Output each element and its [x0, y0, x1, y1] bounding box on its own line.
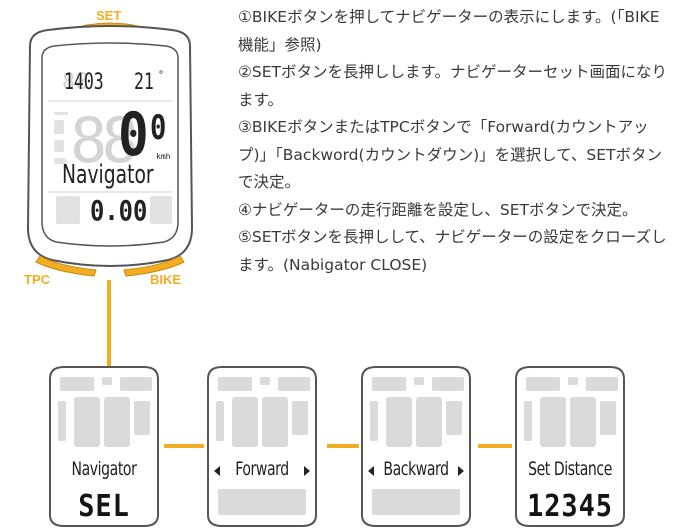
connector-1-2 — [164, 444, 204, 448]
screen-navigator-set: Navigator SEL — [46, 365, 162, 528]
right-arrow-icon — [458, 466, 464, 476]
bike-label: BIKE — [150, 272, 182, 287]
screen-frame — [207, 366, 317, 527]
screen-value: SEL — [78, 489, 130, 524]
connector-2-3 — [327, 444, 359, 448]
step-text: BIKEボタンまたはTPCボタンで「Forward(カウントアップ)」「Back… — [238, 118, 662, 191]
mode-label: Navigator — [62, 160, 154, 190]
screen-label: Set Distance — [528, 458, 612, 480]
instruction-step-1: ①BIKEボタンを押してナビゲーターの表示にします。(「BIKE機能」参照) — [238, 4, 670, 59]
ghost-digits-top: 88 — [62, 70, 89, 95]
left-arrow-icon — [368, 466, 374, 476]
device-body — [26, 22, 194, 277]
instruction-step-3: ③BIKEボタンまたはTPCボタンで「Forward(カウントアップ)」「Bac… — [238, 114, 670, 197]
degree-icon: ° — [158, 70, 165, 81]
screen-backward: Backward — [358, 365, 474, 528]
connector-3-4 — [478, 444, 512, 448]
step-marker: ② — [238, 63, 252, 81]
screen-frame — [49, 366, 159, 527]
speed-readout: 0 — [118, 100, 149, 170]
step-text: ナビゲーターの走行距離を設定し、SETボタンで決定。 — [251, 200, 638, 219]
left-arrow-icon — [214, 466, 220, 476]
temperature-readout: 21 — [134, 70, 154, 95]
step-text: SETボタンを長押しして、ナビゲーターの設定をクローズします。(Nabigato… — [238, 228, 667, 274]
instruction-step-2: ②SETボタンを長押しします。ナビゲーターセット画面になります。 — [238, 59, 670, 114]
step-marker: ③ — [238, 118, 252, 136]
screen-frame — [515, 366, 625, 527]
instruction-step-5: ⑤SETボタンを長押しして、ナビゲーターの設定をクローズします。(Nabigat… — [238, 224, 670, 279]
screen-set-distance: Set Distance 12345 — [512, 365, 628, 528]
set-label: SET — [96, 8, 122, 23]
speed-decimal: 0 — [150, 108, 167, 148]
ghost-digits-main: 88 — [70, 104, 139, 177]
connector-vertical — [107, 280, 111, 366]
instruction-step-4: ④ナビゲーターの走行距離を設定し、SETボタンで決定。 — [238, 197, 670, 225]
bike-button-shape — [123, 255, 185, 277]
screen-label: Backward — [383, 458, 449, 480]
step-marker: ④ — [238, 200, 252, 219]
step-text: BIKEボタンを押してナビゲーターの表示にします。(「BIKE機能」参照) — [238, 8, 660, 54]
step-marker: ⑤ — [238, 228, 252, 246]
tpc-label: TPC — [24, 272, 50, 287]
step-marker: ① — [238, 8, 252, 26]
screen-forward: Forward — [204, 365, 320, 528]
tpc-button-shape — [35, 255, 97, 277]
instruction-list: ①BIKEボタンを押してナビゲーターの表示にします。(「BIKE機能」参照) ②… — [238, 4, 670, 279]
screen-frame — [361, 366, 471, 527]
right-arrow-icon — [304, 466, 310, 476]
speed-unit: kmh — [156, 152, 171, 161]
cycle-computer: SET TPC BIKE 88 88 1403 21 ° 0 0 kmh Nav… — [0, 0, 230, 300]
clock-readout: 1403 — [64, 70, 104, 95]
screen-label: Forward — [235, 458, 289, 480]
distance-readout: 0.00 — [90, 194, 148, 227]
screen-value: 12345 — [527, 489, 613, 524]
screen-label: Navigator — [71, 458, 137, 480]
step-text: SETボタンを長押しします。ナビゲーターセット画面になります。 — [238, 63, 667, 109]
